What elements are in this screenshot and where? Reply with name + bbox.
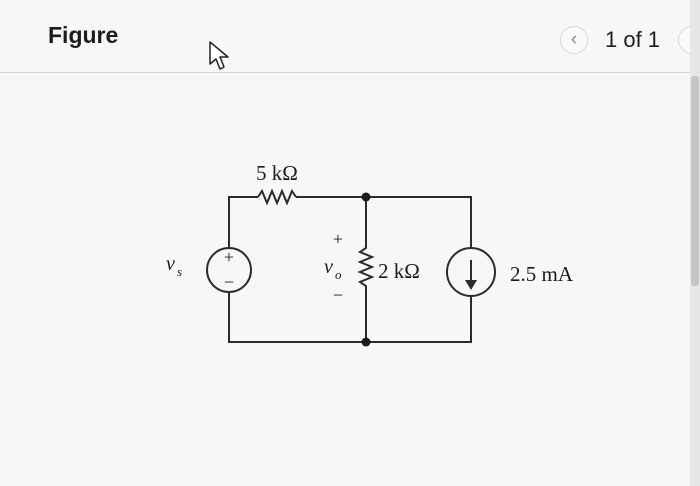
wire-left-top	[228, 196, 258, 248]
shunt-resistor-label: 2 kΩ	[378, 259, 420, 283]
output-plus-label: +	[333, 229, 343, 249]
current-source-label: 2.5 mA	[510, 262, 574, 286]
series-resistor-label: 5 kΩ	[256, 161, 298, 185]
source-voltage-label: v	[166, 253, 175, 275]
source-minus-label: −	[224, 272, 234, 292]
source-plus-label: +	[224, 247, 234, 267]
junction-top	[361, 192, 371, 202]
mouse-pointer-icon	[209, 41, 229, 70]
scrollbar[interactable]	[690, 0, 700, 486]
output-minus-label: −	[333, 285, 343, 305]
resistor-5k	[257, 188, 297, 206]
current-source-icon	[446, 247, 496, 297]
circuit-wires	[206, 188, 496, 343]
previous-button[interactable]: ‹	[560, 26, 588, 54]
scroll-thumb[interactable]	[691, 76, 699, 286]
chevron-left-icon: ‹	[570, 29, 578, 50]
current-arrow-head	[465, 280, 477, 290]
page-indicator: 1 of 1	[605, 27, 661, 52]
wire-bottom	[228, 292, 472, 343]
voltage-source-icon	[206, 247, 252, 293]
output-voltage-subscript: o	[335, 267, 342, 282]
source-voltage-subscript: s	[177, 264, 182, 279]
figure-title: Figure	[48, 22, 119, 48]
wire-top	[296, 196, 472, 248]
junction-bottom	[361, 337, 371, 347]
output-voltage-label: v	[324, 256, 333, 278]
resistor-2k	[357, 197, 375, 342]
